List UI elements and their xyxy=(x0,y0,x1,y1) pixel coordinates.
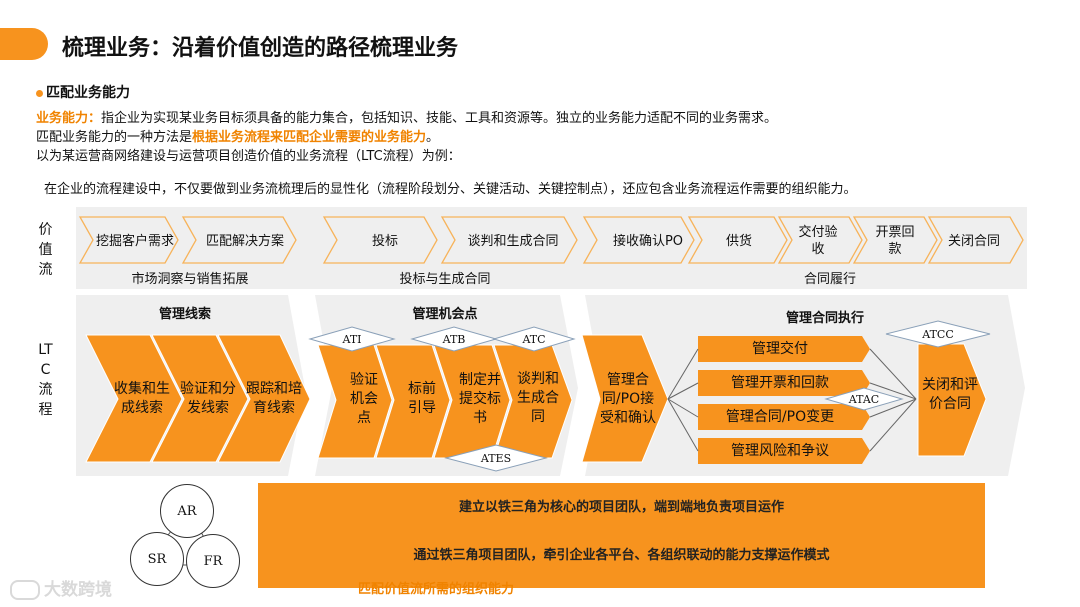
value-stream-label-text: 价值流 xyxy=(38,222,53,278)
p3-start-step: 管理合同/PO接受和确认 xyxy=(600,371,656,426)
intro-highlight: 根据业务流程来匹配企业需要的业务能力 xyxy=(192,130,427,145)
ati-diamond xyxy=(308,326,396,352)
vs-step-3: 投标 xyxy=(371,233,398,249)
vs-step-4: 谈判和生成合同 xyxy=(467,233,559,249)
panel-1-title: 管理线索 xyxy=(158,307,211,322)
p3-fan-lines xyxy=(667,348,917,452)
ltc-label-text: LTC流程 xyxy=(38,342,53,418)
value-stream-arrows xyxy=(78,216,1024,264)
section-heading-text: 匹配业务能力 xyxy=(46,85,130,101)
footer-caption: 匹配价值流所需的组织能力 xyxy=(358,582,515,597)
p3-end-chevron xyxy=(917,343,987,457)
ar-circle: AR xyxy=(160,484,214,538)
vs-step-8: 开票回款 xyxy=(875,225,915,257)
p2-step-4: 谈判和生成合同 xyxy=(517,370,559,425)
atac-label: ATAC xyxy=(848,392,880,406)
section-heading: 匹配业务能力 xyxy=(36,82,130,102)
p1-chevron-3 xyxy=(217,334,311,463)
intro-line-3: 以为某运营商网络建设与运营项目创造价值的业务流程（LTC流程）为例： xyxy=(36,149,461,164)
intro-method: 匹配业务能力的一种方法是 xyxy=(36,130,193,145)
p2-step-3: 制定并提交标书 xyxy=(459,371,501,426)
p1-step-3: 跟踪和培育线索 xyxy=(246,381,302,416)
process-note: 在企业的流程建设中，不仅要做到业务流梳理后的显性化（流程阶段划分、关键活动、关键… xyxy=(44,182,857,197)
vs-step-6: 供货 xyxy=(725,233,752,249)
p3-bar-2-label: 管理开票和回款 xyxy=(731,374,829,391)
panel-3-bars xyxy=(698,336,870,464)
p2-step-2: 标前引导 xyxy=(408,381,436,416)
vs-step-1: 挖掘客户需求 xyxy=(95,233,174,249)
watermark-text: 大数跨境 xyxy=(44,580,112,600)
p3-bar-3-label: 管理合同/PO变更 xyxy=(725,408,835,425)
p3-bar-2 xyxy=(698,370,870,396)
atc-label: ATC xyxy=(522,332,546,346)
org-line-2: 通过铁三角项目团队，牵引企业各平台、各组织联动的能力支撑运作模式 xyxy=(413,548,830,563)
p1-chevron-1 xyxy=(85,334,183,463)
p3-bar-4-label: 管理风险和争议 xyxy=(731,442,829,459)
intro-term: 业务能力： xyxy=(36,111,102,126)
vs-arrow-2 xyxy=(181,216,297,264)
title-tab-decoration xyxy=(0,28,48,60)
fr-circle: FR xyxy=(186,534,240,588)
panel-3-title: 管理合同执行 xyxy=(785,311,864,326)
intro-line-2: 匹配业务能力的一种方法是根据业务流程来匹配企业需要的业务能力。 xyxy=(36,128,439,147)
vs-step-7: 交付验收 xyxy=(798,225,838,257)
p3-bar-1 xyxy=(698,336,870,362)
p3-start-chevron xyxy=(581,334,669,463)
vs-step-2: 匹配解决方案 xyxy=(205,233,284,249)
p1-step-1: 收集和生成线索 xyxy=(114,381,170,416)
ates-diamond xyxy=(444,444,548,472)
vs-arrow-4 xyxy=(440,216,578,264)
sr-circle: SR xyxy=(130,532,184,586)
page-title: 梳理业务：沿着价值创造的路径梳理业务 xyxy=(62,36,459,61)
ati-label: ATI xyxy=(342,332,362,346)
atcc-label: ATCC xyxy=(922,327,954,341)
vs-step-5: 接收确认PO xyxy=(612,233,684,249)
vs-arrow-5 xyxy=(582,216,695,264)
p1-step-2: 验证和分发线索 xyxy=(180,381,236,416)
watermark-icon xyxy=(10,580,40,600)
panel-2-chevrons xyxy=(317,344,573,459)
intro-definition: 指企业为实现某业务目标须具备的能力集合，包括知识、技能、工具和资源等。独立的业务… xyxy=(101,111,778,126)
vs-arrow-3 xyxy=(322,216,438,264)
vs-arrow-1 xyxy=(78,216,179,264)
vs-arrow-9 xyxy=(927,216,1024,264)
value-stream-label: 价值流 xyxy=(38,220,58,280)
panel-2-title: 管理机会点 xyxy=(412,307,478,322)
vs-arrow-6 xyxy=(687,216,788,264)
p3-bar-3 xyxy=(698,404,870,430)
watermark-logo: 大数跨境 xyxy=(10,575,112,600)
atac-diamond xyxy=(824,387,904,411)
vs-stage-3: 合同履行 xyxy=(803,272,856,287)
p1-chevron-2 xyxy=(151,334,249,463)
ltc-label: LTC流程 xyxy=(38,340,58,420)
bullet-dot-icon xyxy=(36,89,43,97)
value-stream-band xyxy=(76,207,1027,289)
org-capability-bar: 建立以铁三角为核心的项目团队，端到端地负责项目运作 通过铁三角项目团队，牵引企业… xyxy=(258,483,985,588)
p2-step-1: 验证机会点 xyxy=(350,371,378,426)
atcc-diamond xyxy=(885,320,991,348)
vs-stage-1: 市场洞察与销售拓展 xyxy=(131,272,249,287)
vs-stage-2: 投标与生成合同 xyxy=(399,272,491,287)
panel-3-diamonds xyxy=(824,320,991,411)
p3-bar-4 xyxy=(698,438,870,464)
ates-label: ATES xyxy=(480,451,512,465)
p3-end-step: 关闭和评价合同 xyxy=(922,377,978,412)
atb-label: ATB xyxy=(442,332,466,346)
p3-bar-1-label: 管理交付 xyxy=(752,340,808,357)
vs-arrow-8 xyxy=(852,216,938,264)
vs-step-9: 关闭合同 xyxy=(948,233,1001,249)
vs-arrow-7 xyxy=(777,216,863,264)
panel-1-chevrons xyxy=(85,334,311,463)
panel-2-diamonds xyxy=(308,326,576,472)
org-line-1: 建立以铁三角为核心的项目团队，端到端地负责项目运作 xyxy=(458,500,784,515)
intro-end: 。 xyxy=(426,130,440,145)
atc-diamond xyxy=(492,326,576,352)
intro-line-1: 业务能力：指企业为实现某业务目标须具备的能力集合，包括知识、技能、工具和资源等。… xyxy=(36,109,777,128)
